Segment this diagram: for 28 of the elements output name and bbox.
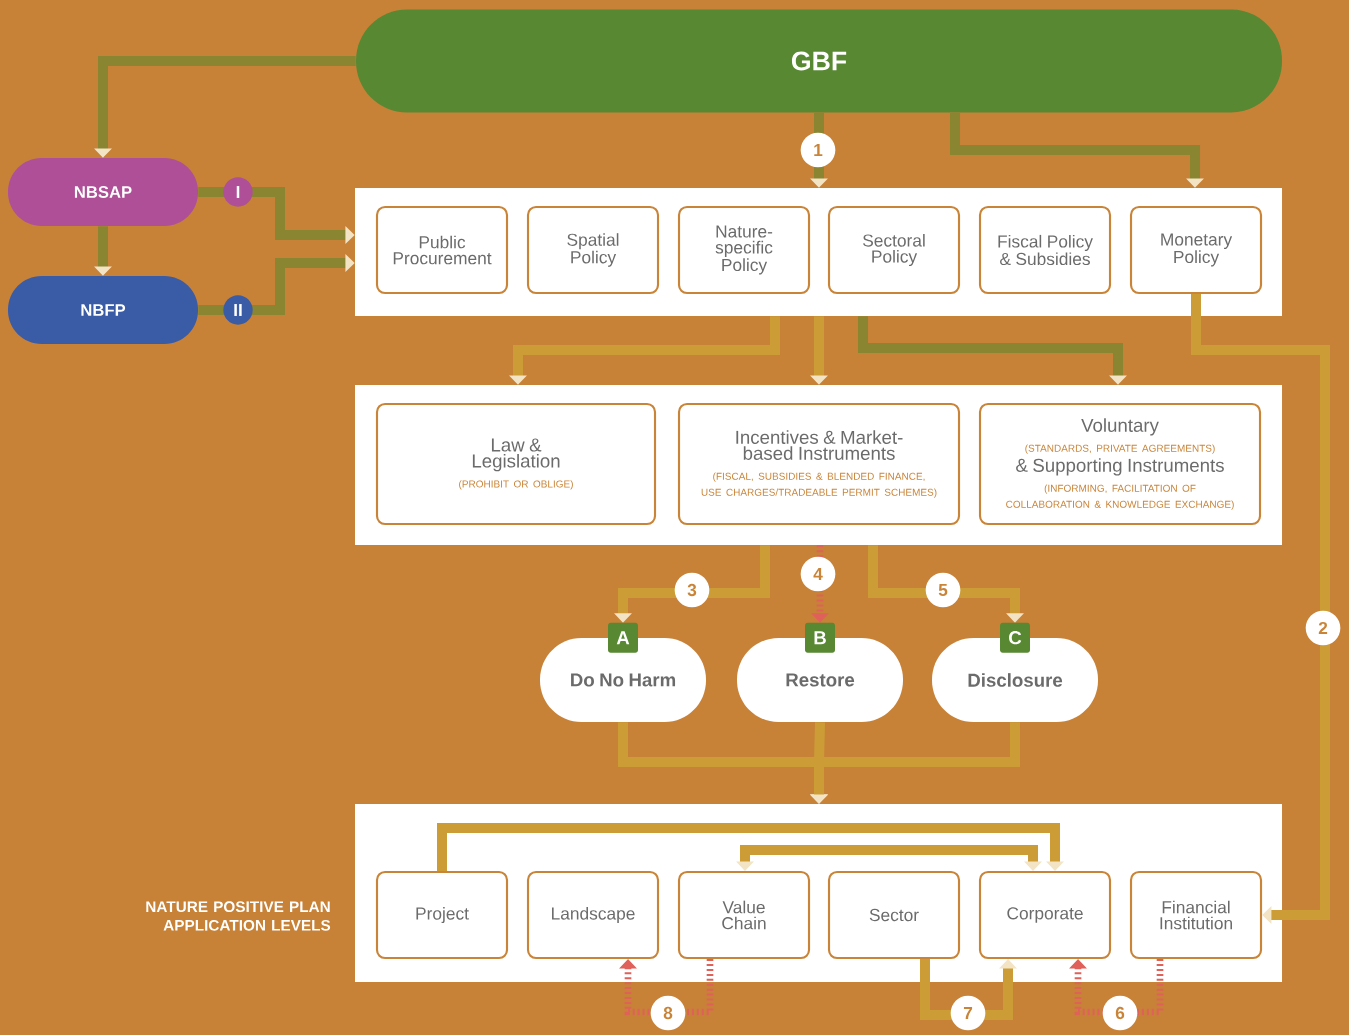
connector [1191,294,1330,924]
letter-badge: A [608,622,638,653]
category-box: Fiscal Policy & Subsidies [978,205,1112,295]
category-box: Monetary Policy [1129,205,1263,295]
category-box: Sector [827,870,961,960]
category-box: Landscape [526,870,660,960]
category-box: Nature-specific Policy [677,205,811,295]
connector [858,316,1127,385]
instrument-box: Voluntary (STANDARDS, PRIVATE AGREEMENTS) & Supporting Instruments (INFORMING, FACILITATION OF COLLABORATION & KNOWLEDGE EXCHANGE) [978,402,1262,526]
category-box: Project [375,870,509,960]
instrument-box: Incentives & Market-based Instruments (FISCAL, SUBSIDIES & BLENDED FINANCE, USE CHARGES/TRADEABLE PERMIT SCHEMES) [677,402,961,526]
letter-badge: B [805,622,835,653]
plan-pill: NBFP [8,276,198,344]
plan-pill: NBSAP [8,158,198,226]
category-box: Value Chain [677,870,811,960]
connector [198,254,355,315]
instrument-box: Law & Legislation (PROHIBIT OR OBLIGE) [375,402,657,526]
category-box: Corporate [978,870,1112,960]
section-label: NATURE POSITIVE PLAN APPLICATION LEVELS [146,901,331,931]
connector [619,959,714,1016]
letter-badge: C [1000,622,1030,653]
category-box: Public Procurement [375,205,509,295]
category-box: Financial Institution [1129,870,1263,960]
category-box: Sectoral Policy [827,205,961,295]
framework-pill: GBF [356,9,1282,113]
connector [868,545,1024,623]
connector [1069,959,1164,1016]
category-box: Spatial Policy [526,205,660,295]
